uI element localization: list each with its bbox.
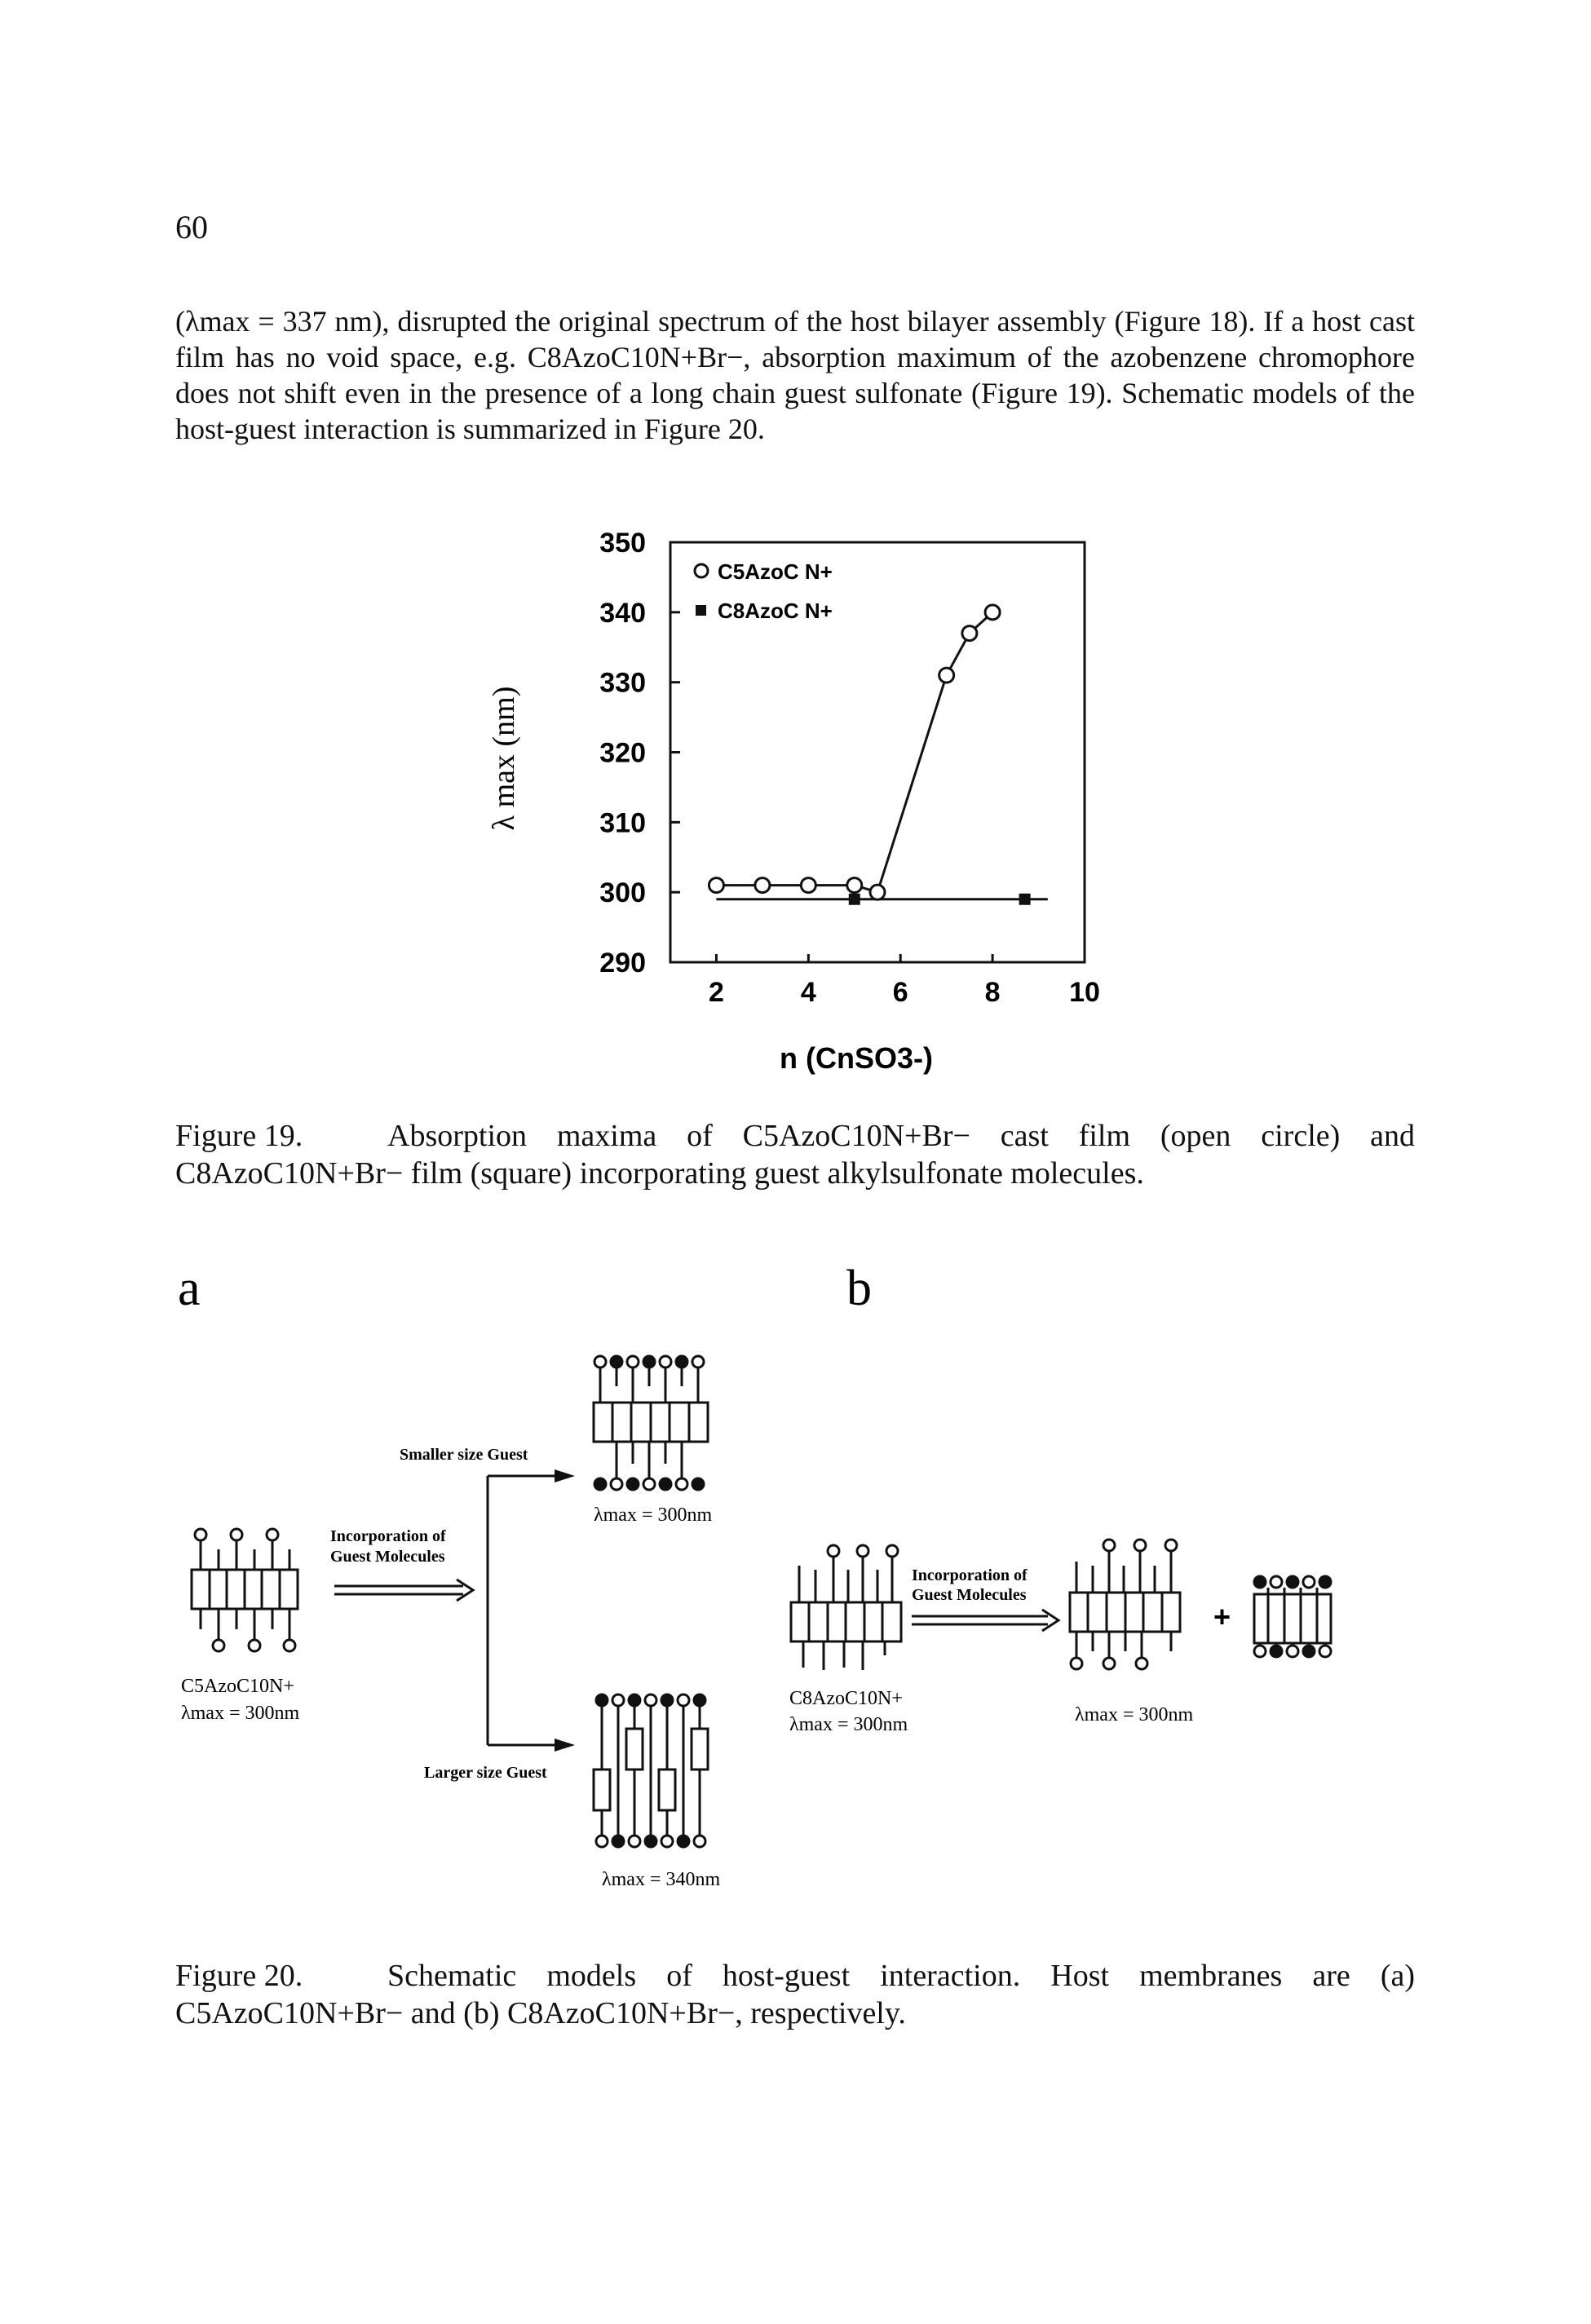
x-tick-label: 2	[709, 977, 724, 1008]
panel-b-guest-aggregate	[1253, 1575, 1332, 1659]
panel-a-incorporation-line1: Incorporation of	[330, 1527, 446, 1545]
series-lines	[716, 611, 1048, 901]
panel-a-top-membrane	[592, 1354, 709, 1491]
series-1-line	[716, 611, 994, 895]
series-1-point	[707, 877, 725, 895]
panel-b-host-name: C8AzoC10N+	[789, 1688, 903, 1709]
panel-b-incorporation-arrow-icon	[912, 1608, 1061, 1633]
legend-open-circle-icon	[693, 563, 709, 579]
panel-b-incorporation-line2: Guest Molecules	[912, 1586, 1027, 1604]
series-1-point	[961, 625, 979, 643]
figure19-caption-label: Figure 19.	[175, 1119, 303, 1153]
series-1-point	[938, 666, 956, 684]
y-tick-label: 350	[599, 528, 646, 559]
panel-a-larger-guest-label: Larger size Guest	[424, 1764, 547, 1782]
x-tick-label: 4	[801, 977, 816, 1008]
panel-a-top-lambda: λmax = 300nm	[594, 1504, 712, 1526]
panel-a-host-name: C5AzoC10N+	[181, 1676, 294, 1697]
panel-b-product-lambda: λmax = 300nm	[1075, 1704, 1193, 1725]
panel-a-branch-lines	[486, 1469, 575, 1752]
x-tick-label: 6	[893, 977, 908, 1008]
panel-a-label: a	[178, 1261, 201, 1316]
panel-a-host-lambda: λmax = 300nm	[181, 1703, 299, 1724]
figure19-caption-text: Absorption maxima of C5AzoC10N+Br− cast …	[175, 1119, 1415, 1191]
panel-a-incorporation-arrow-icon	[334, 1578, 475, 1602]
y-tick-label: 300	[599, 877, 646, 908]
panel-a-bottom-membrane	[592, 1693, 709, 1849]
y-tick-label: 320	[599, 738, 646, 769]
series-2-point	[1019, 893, 1031, 905]
y-tick-label: 340	[599, 598, 646, 629]
legend-series-1: C5AzoC N+	[718, 559, 833, 584]
series-2-point	[848, 893, 860, 905]
page-number: 60	[175, 209, 208, 245]
y-axis-label: λ max (nm)	[487, 687, 521, 831]
panel-b-host-membrane	[789, 1544, 903, 1670]
series-marks	[707, 603, 1031, 905]
x-axis-label: n (CnSO3-)	[780, 1041, 933, 1075]
figure20-caption-text: Schematic models of host-guest interacti…	[175, 1959, 1415, 2030]
y-tick-label: 330	[599, 668, 646, 699]
panel-b-incorporation-line1: Incorporation of	[912, 1566, 1028, 1584]
figure20-caption-label: Figure 20.	[175, 1959, 303, 1993]
legend-series-2: C8AzoC N+	[718, 599, 833, 623]
panel-b-product-membrane	[1068, 1538, 1182, 1671]
panel-a-host-membrane	[190, 1527, 299, 1653]
y-tick-label: 310	[599, 807, 646, 838]
chart-legend: C5AzoC N+ C8AzoC N+	[693, 559, 833, 623]
panel-b-host-lambda: λmax = 300nm	[789, 1714, 908, 1735]
y-axis-ticks: 290 300 310 320 330 340 350	[599, 528, 680, 979]
series-1-point	[983, 603, 1001, 621]
figure20-caption: Figure 20.Schematic models of host-guest…	[175, 1957, 1415, 2032]
x-axis-ticks: 2 4 6 8 10	[709, 954, 1100, 1008]
panel-b-plus: +	[1213, 1600, 1231, 1633]
panel-a-incorporation-line2: Guest Molecules	[330, 1548, 445, 1566]
panel-a-smaller-guest-label: Smaller size Guest	[400, 1446, 528, 1464]
series-1-point	[868, 883, 886, 901]
legend-filled-square-icon	[696, 605, 706, 616]
x-tick-label: 10	[1069, 977, 1100, 1008]
panel-b-label: b	[846, 1261, 872, 1316]
figure19-chart: 290 300 310 320 330 340 350 2 4 6 8 10 C5AzoC N+ C…	[487, 528, 1100, 1075]
series-1-point	[846, 877, 864, 895]
x-tick-label: 8	[985, 977, 1001, 1008]
panel-a-bottom-lambda: λmax = 340nm	[602, 1869, 720, 1890]
intro-paragraph: (λmax = 337 nm), disrupted the original …	[175, 305, 1415, 445]
series-1-point	[799, 877, 817, 895]
series-1-point	[754, 877, 771, 895]
y-tick-label: 290	[599, 948, 646, 979]
figure19-caption: Figure 19.Absorption maxima of C5AzoC10N…	[175, 1117, 1415, 1192]
